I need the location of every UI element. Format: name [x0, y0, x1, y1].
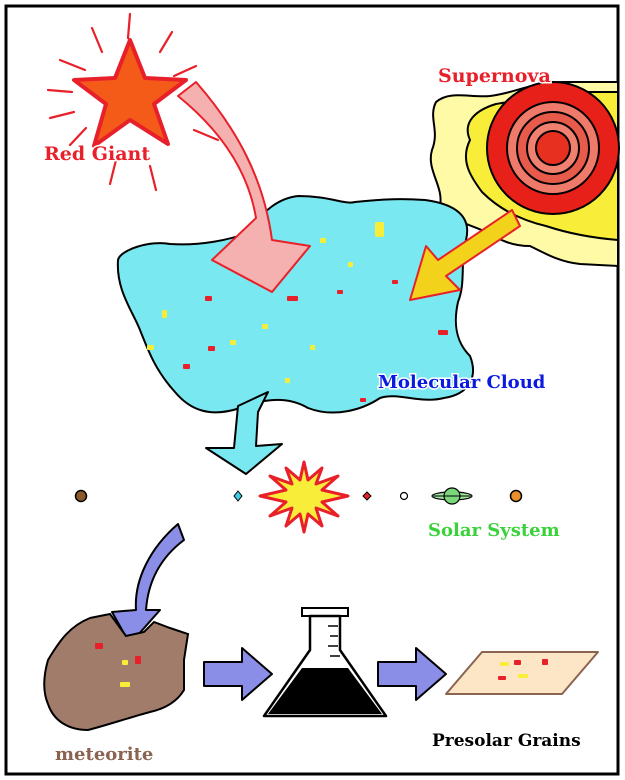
- supernova-label: Supernova: [438, 65, 551, 87]
- molecular-cloud-label: Molecular Cloud: [378, 372, 546, 393]
- meteorite-label: meteorite: [55, 744, 153, 765]
- planet-orange-icon: [511, 491, 522, 502]
- solar-system-label: Solar System: [428, 520, 560, 541]
- planet-white-icon: [401, 493, 408, 500]
- planet-brown-icon: [76, 491, 87, 502]
- presolar-grains-label: Presolar Grains: [432, 731, 581, 751]
- red-giant-label: Red Giant: [44, 143, 150, 165]
